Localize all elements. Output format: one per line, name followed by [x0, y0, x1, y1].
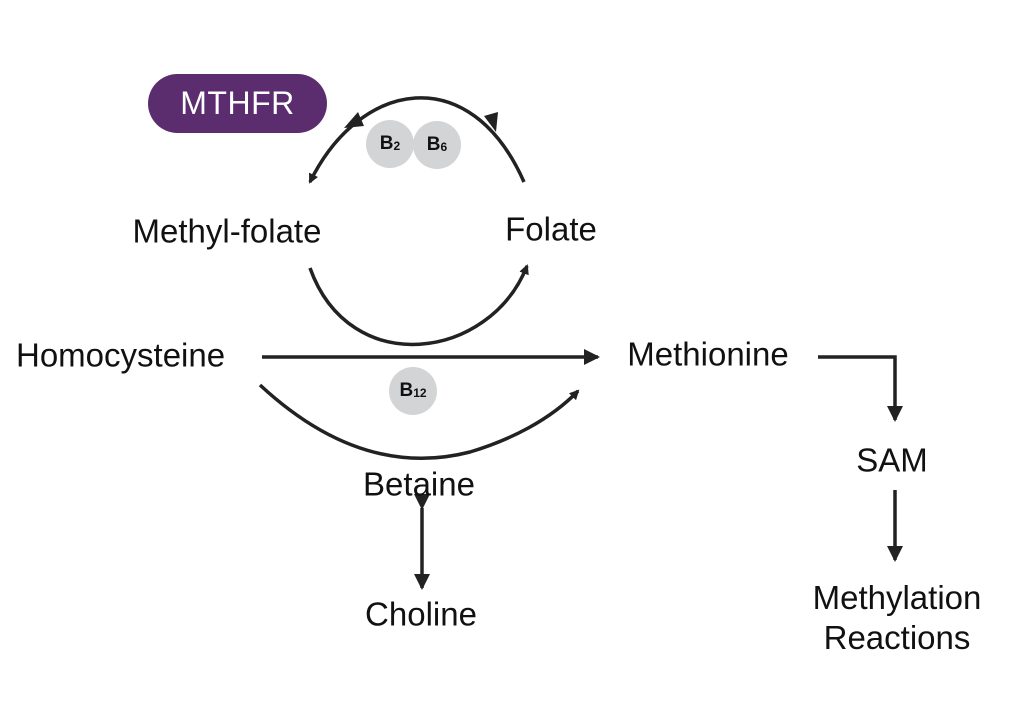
node-methionine: Methionine	[627, 335, 789, 373]
arc-arrowhead-right	[484, 112, 498, 132]
node-choline: Choline	[365, 595, 477, 633]
betaine-pathway-arc	[258, 383, 580, 461]
node-sam: SAM	[856, 441, 928, 479]
arc-arrowhead-left	[344, 112, 364, 128]
mthfr-enzyme-badge: MTHFR	[148, 74, 327, 133]
cofactor-b12-sub: 12	[413, 386, 427, 400]
methylfolate-to-folate-arc	[308, 264, 529, 347]
cofactor-b2-sub: 2	[393, 139, 401, 153]
cofactor-b6-base: B	[426, 134, 441, 155]
node-methyl-folate: Methyl-folate	[132, 212, 322, 250]
node-methylation-reactions: Methylation Reactions	[777, 578, 1017, 659]
cofactor-b6-sub: 6	[440, 140, 448, 154]
node-homocysteine: Homocysteine	[16, 336, 226, 374]
node-folate: Folate	[505, 210, 597, 248]
node-betaine: Betaine	[363, 465, 475, 503]
cofactor-b12-base: B	[399, 380, 414, 401]
methylation-line-1: Methylation	[812, 578, 982, 616]
cofactor-b2-base: B	[379, 133, 394, 154]
folate-to-methylfolate-arc	[308, 96, 526, 184]
methionine-to-sam-arrow	[818, 355, 903, 422]
methylation-line-2: Reactions	[823, 619, 971, 656]
